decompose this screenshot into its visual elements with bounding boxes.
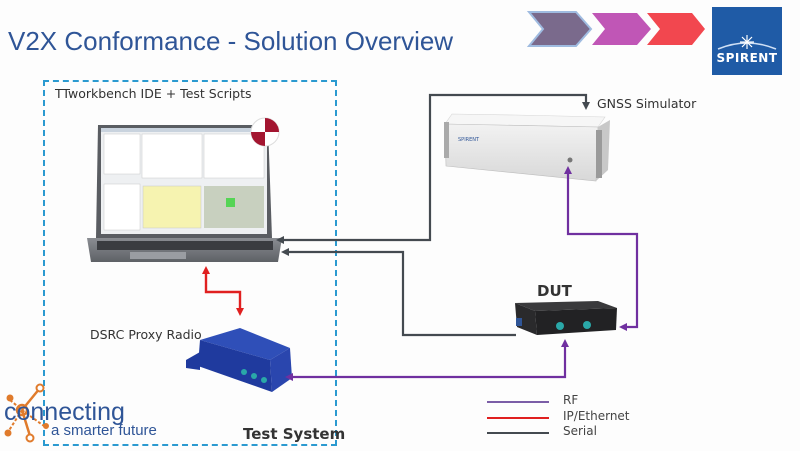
gnss-simulator-label: GNSS Simulator	[597, 96, 697, 111]
legend-swatch-rf	[487, 401, 549, 403]
rf-link-dut-proxy	[285, 339, 569, 381]
arrow-head	[276, 236, 284, 244]
arrow-head	[202, 266, 210, 274]
serial-link-gnss-laptop	[276, 93, 590, 244]
test-system-label: Test System	[243, 425, 346, 443]
ethernet-link-laptop-proxy	[202, 266, 244, 316]
legend-swatch-serial	[487, 432, 549, 434]
serial-link-dut-laptop	[281, 248, 516, 337]
gnss-simulator-device: SPIRENT	[444, 113, 610, 182]
test-system-boundary	[43, 80, 337, 446]
dut-label: DUT	[537, 282, 572, 300]
dsrc-proxy-label: DSRC Proxy Radio	[90, 327, 202, 342]
spirent-logo-text: SPIRENT	[716, 51, 778, 65]
arrow-head	[285, 373, 293, 381]
legend-label-ip-ethernet: IP/Ethernet	[563, 409, 630, 423]
tagline-smarter-future: a smarter future	[51, 422, 157, 439]
page-title: V2X Conformance - Solution Overview	[8, 26, 454, 56]
legend-label-serial: Serial	[563, 424, 597, 438]
tagline-connecting: connecting	[4, 398, 125, 426]
spirent-logo: SPIRENT	[712, 7, 782, 75]
arrow-head	[619, 323, 627, 331]
arrow-head	[564, 166, 572, 174]
legend-label-rf: RF	[563, 393, 579, 407]
ide-label: TTworkbench IDE + Test Scripts	[55, 86, 252, 101]
dut-device	[515, 301, 617, 335]
rf-link-dut-gnss	[564, 166, 639, 331]
star-icon	[740, 35, 754, 49]
arrow-head	[281, 248, 289, 256]
arrow-head	[582, 102, 590, 110]
laptop-ide	[87, 125, 282, 262]
dsrc-proxy-device	[186, 328, 292, 392]
network-nodes-icon	[4, 383, 49, 443]
arrow-head	[236, 308, 244, 316]
checker-ball-icon	[250, 117, 280, 147]
arrow-head	[561, 339, 569, 347]
svg-text:SPIRENT: SPIRENT	[458, 137, 480, 143]
legend-swatch-ip-ethernet	[487, 417, 549, 419]
